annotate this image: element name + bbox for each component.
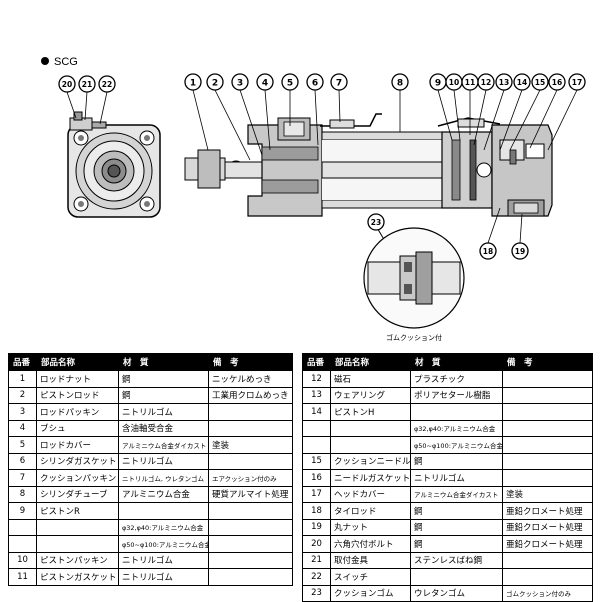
leader-lines bbox=[66, 89, 578, 244]
svg-text:6: 6 bbox=[312, 79, 318, 89]
table-header-row: 品番 部品名称 材 質 備 考 bbox=[302, 353, 593, 371]
svg-text:20: 20 bbox=[62, 80, 72, 89]
callout-bottom-19: 19 bbox=[511, 242, 529, 260]
callout-left-22: 22 bbox=[98, 75, 116, 93]
svg-text:7: 7 bbox=[336, 79, 342, 89]
header-material: 材 質 bbox=[410, 353, 503, 371]
header-remarks: 備 考 bbox=[208, 353, 293, 371]
svg-text:8: 8 bbox=[397, 79, 403, 89]
callout-top-3: 3 bbox=[231, 73, 249, 91]
svg-text:1: 1 bbox=[190, 79, 196, 89]
callout-top-8: 8 bbox=[391, 73, 409, 91]
callout-top-14: 14 bbox=[513, 73, 531, 91]
callout-top-17: 17 bbox=[568, 73, 586, 91]
cushion-label: ゴムクッション付 bbox=[386, 333, 442, 342]
callout-top-12: 12 bbox=[477, 73, 495, 91]
svg-text:23: 23 bbox=[371, 218, 381, 227]
cushion-detail: ゴムクッション付 bbox=[363, 225, 465, 342]
table-row: φ32,φ40:アルミニウム合金 bbox=[302, 419, 593, 437]
svg-text:18: 18 bbox=[483, 247, 493, 256]
svg-text:17: 17 bbox=[572, 78, 582, 87]
callout-top-9: 9 bbox=[429, 73, 447, 91]
callout-top-2: 2 bbox=[206, 73, 224, 91]
svg-text:5: 5 bbox=[287, 79, 293, 89]
series-label: SCG bbox=[54, 56, 78, 68]
cylinder-drawing: SCG bbox=[41, 56, 586, 342]
callout-top-13: 13 bbox=[495, 73, 513, 91]
svg-text:9: 9 bbox=[435, 79, 441, 89]
header-no: 品番 bbox=[302, 353, 331, 371]
end-view bbox=[67, 111, 161, 218]
callout-left-21: 21 bbox=[78, 75, 96, 93]
svg-text:19: 19 bbox=[515, 247, 525, 256]
callout-top-7: 7 bbox=[330, 73, 348, 91]
callout-top-15: 15 bbox=[531, 73, 549, 91]
svg-text:11: 11 bbox=[465, 78, 475, 87]
table-header-row: 品番 部品名称 材 質 備 考 bbox=[8, 353, 293, 371]
callout-top-16: 16 bbox=[548, 73, 566, 91]
svg-text:12: 12 bbox=[481, 78, 491, 87]
callout-top-10: 10 bbox=[445, 73, 463, 91]
header-no: 品番 bbox=[8, 353, 37, 371]
header-remarks: 備 考 bbox=[502, 353, 593, 371]
table-row: φ32,φ40:アルミニウム合金 bbox=[8, 518, 293, 536]
svg-text:16: 16 bbox=[552, 78, 562, 87]
svg-text:13: 13 bbox=[499, 78, 509, 87]
svg-text:15: 15 bbox=[535, 78, 545, 87]
table-row: φ50~φ100:アルミニウム合金ダイカスト bbox=[8, 535, 293, 553]
header-name: 部品名称 bbox=[330, 353, 411, 371]
svg-text:10: 10 bbox=[449, 78, 459, 87]
svg-text:3: 3 bbox=[237, 79, 243, 89]
callout-top-1: 1 bbox=[184, 73, 202, 91]
section-view bbox=[184, 113, 553, 217]
callout-detail-23: 23 bbox=[367, 213, 385, 231]
callout-top-11: 11 bbox=[461, 73, 479, 91]
svg-text:4: 4 bbox=[262, 79, 268, 89]
table-row: φ50~φ100:アルミニウム合金ダイカスト bbox=[302, 436, 593, 454]
series-bullet bbox=[41, 57, 49, 65]
callout-top-5: 5 bbox=[281, 73, 299, 91]
header-material: 材 質 bbox=[118, 353, 209, 371]
callout-bottom-18: 18 bbox=[479, 242, 497, 260]
svg-text:22: 22 bbox=[102, 80, 112, 89]
callout-top-4: 4 bbox=[256, 73, 274, 91]
svg-text:14: 14 bbox=[517, 78, 527, 87]
svg-text:2: 2 bbox=[212, 79, 218, 89]
svg-text:21: 21 bbox=[82, 80, 92, 89]
callout-left-20: 20 bbox=[58, 75, 76, 93]
callout-top-6: 6 bbox=[306, 73, 324, 91]
header-name: 部品名称 bbox=[36, 353, 119, 371]
